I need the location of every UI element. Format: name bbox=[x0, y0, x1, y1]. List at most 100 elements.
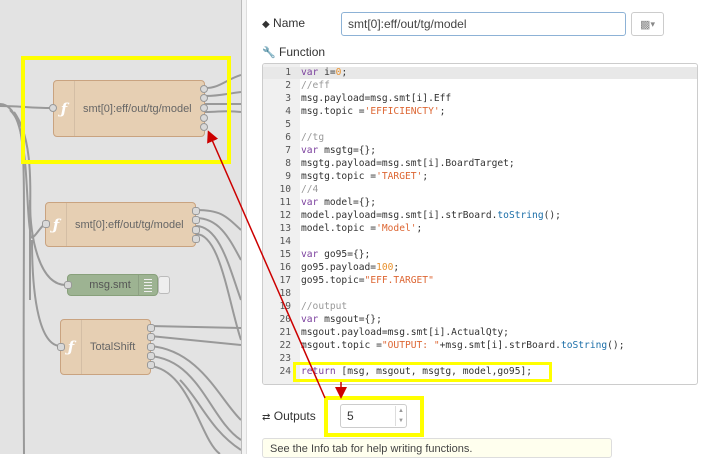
line-number: 18 bbox=[279, 288, 291, 299]
line-text: msg.payload=msg.smt[i].Eff bbox=[301, 93, 452, 104]
output-port-2[interactable] bbox=[200, 94, 208, 102]
panel-divider[interactable] bbox=[241, 0, 247, 454]
node-label: msg.smt bbox=[89, 279, 131, 291]
function-node-totalshift[interactable]: ƒ TotalShift bbox=[60, 319, 151, 375]
line-number: 8 bbox=[285, 158, 291, 169]
output-port-5[interactable] bbox=[200, 123, 208, 131]
output-port-1[interactable] bbox=[192, 207, 200, 215]
line-text: //tg bbox=[301, 132, 325, 143]
code-line[interactable]: 17 go95.topic="EFF.TARGET" bbox=[263, 274, 624, 287]
function-label: 🔧 Function bbox=[262, 45, 326, 59]
book-icon: ▩ bbox=[640, 18, 651, 31]
line-text: var i=0; bbox=[301, 67, 348, 78]
spinner-up-icon[interactable]: ▲ bbox=[398, 408, 404, 414]
code-line[interactable]: 21 msgout.payload=msg.smt[i].ActualQty; bbox=[263, 326, 624, 339]
line-text: var msgtg={}; bbox=[301, 145, 377, 156]
output-port-4[interactable] bbox=[192, 235, 200, 243]
wrench-icon: 🔧 bbox=[262, 47, 276, 59]
input-port[interactable] bbox=[49, 104, 57, 112]
output-port-3[interactable] bbox=[192, 226, 200, 234]
output-port-5[interactable] bbox=[147, 361, 155, 369]
output-port-3[interactable] bbox=[200, 104, 208, 112]
output-port-1[interactable] bbox=[200, 85, 208, 93]
line-text: var model={}; bbox=[301, 197, 377, 208]
code-line[interactable]: 1 var i=0; bbox=[263, 66, 624, 79]
line-text: //output bbox=[301, 301, 348, 312]
code-line[interactable]: 6 //tg bbox=[263, 131, 624, 144]
flow-canvas[interactable]: ƒ smt[0]:eff/out/tg/model ƒ smt[0]:eff/o… bbox=[0, 0, 241, 454]
name-input[interactable] bbox=[341, 12, 626, 36]
code-line[interactable]: 2//eff bbox=[263, 79, 624, 92]
code-line[interactable]: 11 var model={}; bbox=[263, 196, 624, 209]
line-number: 20 bbox=[279, 314, 291, 325]
code-line[interactable]: 19 //output bbox=[263, 300, 624, 313]
output-port-4[interactable] bbox=[200, 114, 208, 122]
line-text: msg.topic ='EFFICIENCTY'; bbox=[301, 106, 446, 117]
line-number: 19 bbox=[279, 301, 291, 312]
line-number: 13 bbox=[279, 223, 291, 234]
line-number: 15 bbox=[279, 249, 291, 260]
function-node-selected[interactable]: ƒ smt[0]:eff/out/tg/model bbox=[53, 80, 205, 137]
line-number: 6 bbox=[285, 132, 291, 143]
line-number: 10 bbox=[279, 184, 291, 195]
line-text: msgtg.topic ='TARGET'; bbox=[301, 171, 429, 182]
line-text: go95.topic="EFF.TARGET" bbox=[301, 275, 434, 286]
line-number: 1 bbox=[285, 67, 291, 78]
output-port-2[interactable] bbox=[147, 333, 155, 341]
debug-toggle-button[interactable] bbox=[158, 276, 170, 294]
name-options-button[interactable]: ▩ ▾ bbox=[631, 12, 664, 36]
output-port-1[interactable] bbox=[147, 324, 155, 332]
function-icon: ƒ bbox=[61, 320, 82, 374]
line-number: 17 bbox=[279, 275, 291, 286]
input-port[interactable] bbox=[57, 343, 65, 351]
code-line[interactable]: 3 msg.payload=msg.smt[i].Eff bbox=[263, 92, 624, 105]
code-line[interactable]: 10//4 bbox=[263, 183, 624, 196]
line-number: 7 bbox=[285, 145, 291, 156]
line-text: var go95={}; bbox=[301, 249, 371, 260]
code-line[interactable]: 18 bbox=[263, 287, 624, 300]
line-text: //eff bbox=[301, 80, 330, 91]
node-label: smt[0]:eff/out/tg/model bbox=[83, 102, 192, 115]
output-port-2[interactable] bbox=[192, 216, 200, 224]
line-number: 12 bbox=[279, 210, 291, 221]
highlight-box-node bbox=[21, 56, 231, 164]
line-text: msgout.payload=msg.smt[i].ActualQty; bbox=[301, 327, 509, 338]
spinner-buttons[interactable]: ▲ ▼ bbox=[395, 406, 406, 426]
line-number: 3 bbox=[285, 93, 291, 104]
code-line[interactable]: 5 bbox=[263, 118, 624, 131]
line-number: 16 bbox=[279, 262, 291, 273]
spinner-down-icon[interactable]: ▼ bbox=[398, 418, 404, 424]
caret-down-icon: ▾ bbox=[650, 18, 655, 29]
code-line[interactable]: 16 go95.payload=100; bbox=[263, 261, 624, 274]
line-number: 5 bbox=[285, 119, 291, 130]
code-line[interactable]: 14 bbox=[263, 235, 624, 248]
code-line[interactable]: 15 var go95={}; bbox=[263, 248, 624, 261]
outputs-label: ⇄ Outputs bbox=[262, 409, 316, 423]
node-label: smt[0]:eff/out/tg/model bbox=[75, 218, 184, 231]
line-number: 14 bbox=[279, 236, 291, 247]
line-number: 11 bbox=[279, 197, 291, 208]
output-port-4[interactable] bbox=[147, 352, 155, 360]
line-number: 22 bbox=[279, 340, 291, 351]
line-number: 21 bbox=[279, 327, 291, 338]
output-port-3[interactable] bbox=[147, 343, 155, 351]
function-node[interactable]: ƒ smt[0]:eff/out/tg/model bbox=[45, 202, 196, 247]
input-port[interactable] bbox=[42, 220, 50, 228]
debug-node[interactable]: msg.smt bbox=[67, 274, 158, 296]
node-label: TotalShift bbox=[90, 341, 136, 353]
line-text: go95.payload=100; bbox=[301, 262, 400, 273]
code-line[interactable]: 7 var msgtg={}; bbox=[263, 144, 624, 157]
function-icon: ƒ bbox=[54, 81, 75, 136]
help-tip: See the Info tab for help writing functi… bbox=[262, 438, 612, 458]
shuffle-icon: ⇄ bbox=[262, 412, 271, 423]
input-port[interactable] bbox=[64, 281, 72, 289]
